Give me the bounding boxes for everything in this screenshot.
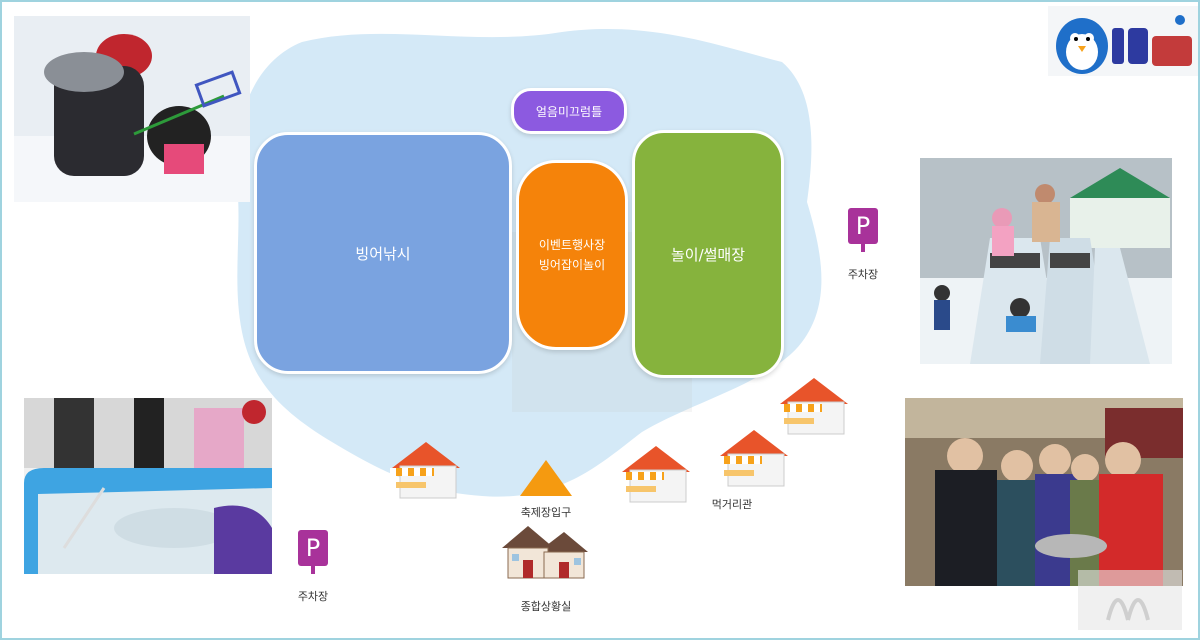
office-label: 종합상황실 [520, 600, 572, 613]
play-sled-zone[interactable]: 놀이/썰매장 [632, 130, 784, 378]
food-stall-icon [390, 442, 460, 499]
food-stall-icon [620, 446, 690, 503]
office-building-icon [502, 526, 588, 579]
entrance-label: 축제장입구 [520, 506, 572, 519]
event-zone[interactable]: 이벤트행사장 빙어잡이놀이 [516, 160, 628, 350]
event-zone-label-1: 이벤트행사장 [538, 238, 606, 252]
ice-slide-photo [920, 158, 1172, 364]
food-stall-icon [778, 378, 848, 435]
festival-visitors-photo [905, 398, 1183, 586]
watermark-logo-icon [1078, 570, 1182, 630]
food-stall-icon [718, 430, 788, 487]
food-hall-label: 먹거리관 [711, 498, 753, 511]
festival-logo-icon [1048, 6, 1198, 76]
ice-fishing-photo [14, 16, 250, 202]
smelt-fishing-label: 빙어낚시 [355, 244, 411, 263]
ice-slide-label: 얼음미끄럼틀 [535, 104, 603, 119]
entrance-arrow-icon [520, 460, 572, 496]
parking-right-label: 주차장 [847, 268, 879, 281]
play-sled-label: 놀이/썰매장 [670, 245, 746, 264]
smelt-fishing-zone[interactable]: 빙어낚시 [254, 132, 512, 374]
event-zone-label-2: 빙어잡이놀이 [538, 258, 606, 272]
parking-left-label: 주차장 [297, 590, 329, 603]
smelt-catching-pool-photo [24, 398, 272, 574]
parking-icon: P [298, 530, 328, 574]
parking-icon: P [848, 208, 878, 252]
ice-slide-zone[interactable]: 얼음미끄럼틀 [511, 88, 627, 134]
